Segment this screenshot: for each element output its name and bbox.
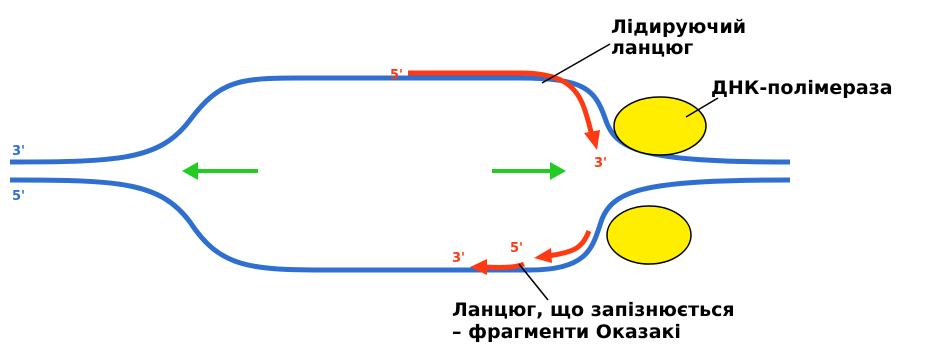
okazaki-start-end-label: 5' [510, 241, 523, 256]
bottom-left-end-label: 5' [12, 189, 25, 204]
lower-parental-strand [9, 177, 791, 273]
leading-start-end-label: 5' [390, 68, 403, 83]
dna-polymerase-upper [613, 96, 707, 156]
leading-strand-label-line2: ланцюг [611, 37, 693, 59]
lagging-strand-label-line2: – фрагменти Оказакі [452, 321, 681, 343]
leading-label-pointer [541, 43, 611, 84]
dna-polymerase-label: ДНК-полімераза [711, 77, 893, 99]
leading-strand-label-line1: Лідируючий [611, 16, 746, 38]
leading-finish-end-label: 3' [594, 156, 607, 171]
okazaki-finish-end-label: 3' [452, 251, 465, 266]
dna-polymerase-lower [606, 205, 692, 265]
okazaki-fragment-upper [534, 230, 592, 263]
leading-strand-arrow [408, 70, 600, 150]
left-direction-arrow [182, 162, 258, 180]
lagging-strand-label-line1: Ланцюг, що запізнюється [452, 299, 735, 321]
okazaki-fragment-lower [470, 259, 526, 275]
right-direction-arrow [492, 162, 566, 180]
lagging-label-pointer [518, 263, 549, 301]
top-left-end-label: 3' [12, 144, 25, 159]
polymerase-label-pointer [685, 97, 719, 118]
